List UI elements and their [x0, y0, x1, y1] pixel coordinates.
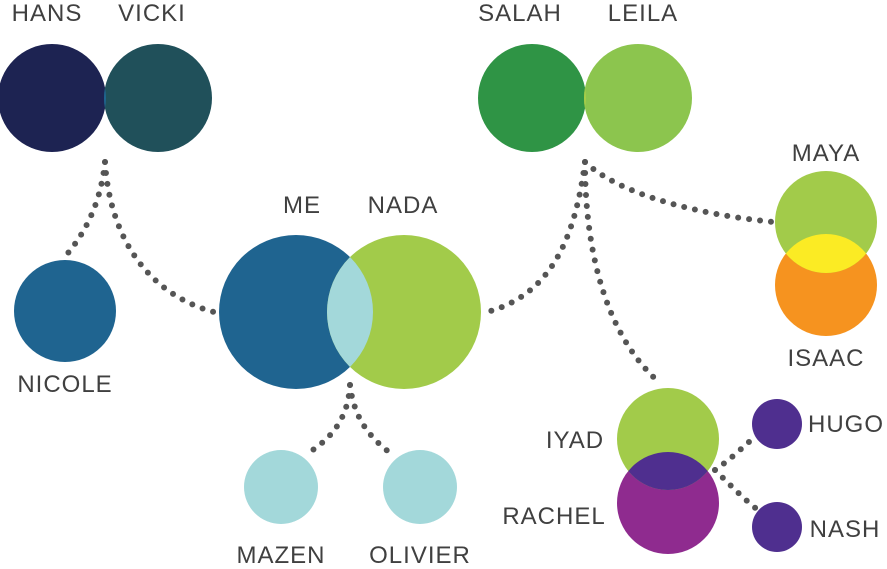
iyad-label: IYAD — [546, 427, 604, 454]
person-olivier: OLIVIER — [369, 450, 471, 569]
person-nash: NASH — [752, 502, 881, 552]
salah-label: SALAH — [478, 0, 562, 27]
connector-inlaws-to-nada — [484, 159, 588, 315]
couple-iyad-rachel: IYAD RACHEL — [502, 388, 719, 554]
nada-label: NADA — [368, 192, 439, 219]
hugo-label: HUGO — [808, 411, 884, 438]
olivier-circle — [383, 450, 457, 524]
person-mazen: MAZEN — [237, 450, 326, 569]
connector-iyad-to-nash — [712, 467, 761, 513]
connector-iyad-to-hugo — [712, 432, 760, 473]
mazen-circle — [244, 450, 318, 524]
hans-label: HANS — [12, 0, 83, 27]
person-hugo: HUGO — [752, 399, 884, 449]
vicki-label: VICKI — [118, 0, 186, 27]
leila-circle — [584, 44, 692, 152]
me-circle — [219, 235, 373, 389]
olivier-label: OLIVIER — [369, 542, 471, 569]
couple-me-nada: ME NADA — [219, 192, 481, 389]
salah-circle — [478, 44, 586, 152]
rachel-label: RACHEL — [502, 503, 605, 530]
vicki-circle — [104, 44, 212, 152]
couple-maya-isaac: MAYA ISAAC — [775, 140, 877, 372]
nada-circle — [327, 235, 481, 389]
nicole-circle — [14, 260, 116, 362]
connector-inlaws-to-maya — [582, 159, 777, 225]
connector-inlaws-to-iyad — [582, 159, 663, 386]
connector-couple-to-olivier — [347, 382, 396, 458]
couple-hans-vicki: HANS VICKI — [0, 0, 212, 152]
person-nicole: NICOLE — [14, 260, 116, 398]
maya-label: MAYA — [792, 140, 860, 167]
mazen-label: MAZEN — [237, 542, 326, 569]
connector-couple-to-mazen — [302, 382, 353, 458]
isaac-label: ISAAC — [787, 345, 864, 372]
nicole-label: NICOLE — [17, 371, 112, 398]
me-label: ME — [283, 192, 321, 219]
hans-circle — [0, 44, 106, 152]
nash-label: NASH — [810, 516, 881, 543]
leila-label: LEILA — [608, 0, 678, 27]
connectors — [59, 159, 777, 513]
connector-parents-to-nicole — [59, 159, 108, 263]
nash-circle — [752, 502, 802, 552]
couple-salah-leila: SALAH LEILA — [478, 0, 692, 152]
connector-parents-to-me — [102, 159, 217, 315]
iyad-rachel-overlap — [617, 452, 719, 490]
maya-isaac-overlap — [775, 234, 877, 273]
hugo-circle — [752, 399, 802, 449]
